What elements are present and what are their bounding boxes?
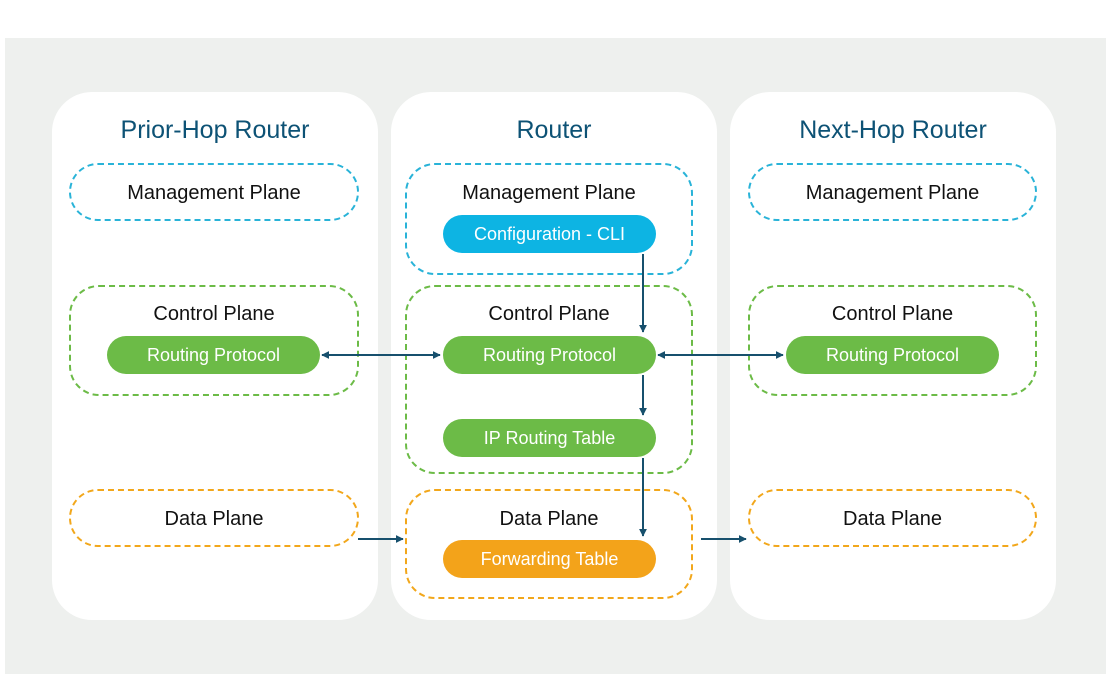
next-routing-protocol: Routing Protocol [786,336,999,374]
next-management-plane-label: Management Plane [805,182,980,204]
router-title: Router [516,116,592,144]
next-data-plane-label: Data Plane [843,508,942,530]
prior-control-plane-label: Control Plane [153,303,275,325]
prior-data-plane-label: Data Plane [164,508,264,530]
configuration-cli: Configuration - CLI [443,215,656,253]
router-management-plane [405,163,693,275]
next-hop-router-title: Next-Hop Router [799,116,987,144]
prior-data-plane [69,489,359,547]
next-control-plane-label: Control Plane [831,303,954,325]
prior-control-plane [69,285,359,396]
router-management-plane-label: Management Plane [462,182,636,204]
router-data-plane [405,489,693,599]
next-control-plane [748,285,1037,396]
next-management-plane [748,163,1037,221]
router-control-plane-label: Control Plane [488,303,610,325]
router-routing-protocol: Routing Protocol [443,336,656,374]
prior-hop-router-title: Prior-Hop Router [120,116,310,144]
prior-management-plane-label: Management Plane [127,182,301,204]
forwarding-table: Forwarding Table [443,540,656,578]
ip-routing-table: IP Routing Table [443,419,656,457]
prior-management-plane [69,163,359,221]
next-data-plane [748,489,1037,547]
router-control-plane [405,285,693,474]
router-data-plane-label: Data Plane [499,508,599,530]
prior-routing-protocol: Routing Protocol [107,336,320,374]
